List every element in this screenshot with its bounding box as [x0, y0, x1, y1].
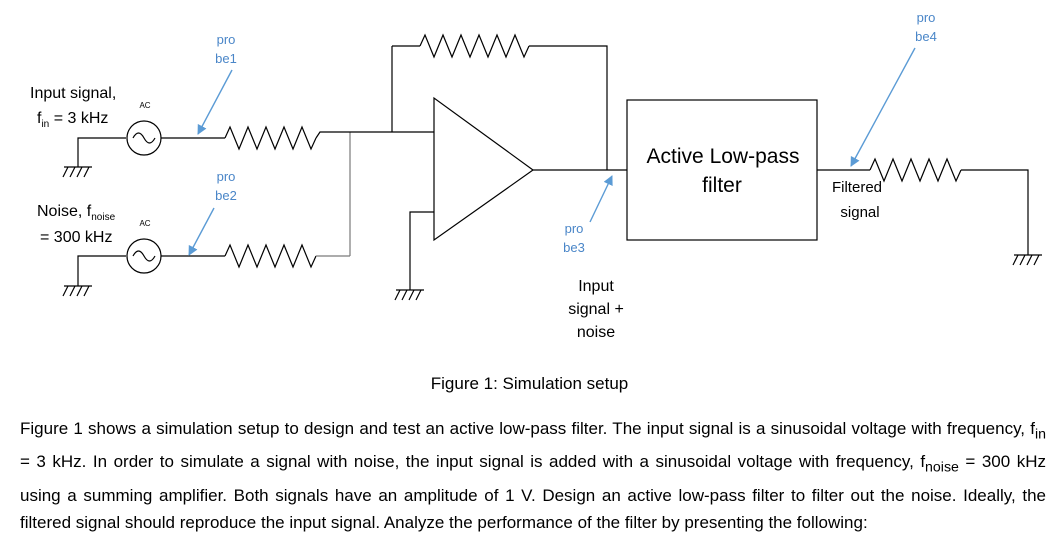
- resistor-1: [224, 125, 317, 151]
- probe-1: pro be1: [197, 32, 237, 135]
- ac-label-2: AC: [139, 219, 150, 228]
- input-signal-label-line1: Input signal,: [30, 85, 116, 102]
- ac-label-1: AC: [139, 101, 150, 110]
- resistor-2: [224, 243, 317, 269]
- svg-text:be4: be4: [915, 29, 937, 44]
- feedback-resistor: [419, 33, 530, 59]
- svg-text:pro: pro: [917, 10, 936, 25]
- opamp-output-label-line2: signal +: [568, 301, 624, 318]
- ground-symbol-4: [1012, 254, 1042, 266]
- svg-text:pro: pro: [217, 169, 236, 184]
- figure-caption: Figure 1: Simulation setup: [430, 374, 629, 393]
- ground-symbol-3: [394, 289, 424, 301]
- opamp-output-label-line1: Input: [578, 278, 614, 295]
- filtered-signal-label-line2: signal: [840, 204, 879, 221]
- probe-4: pro be4: [850, 10, 937, 167]
- ground-symbol-1: [62, 166, 92, 178]
- op-amp: [433, 96, 535, 242]
- filter-box-label-line1: Active Low-pass: [647, 145, 800, 168]
- svg-text:be1: be1: [215, 51, 237, 66]
- noise-label-line1: Noise, fnoise: [37, 203, 116, 223]
- load-resistor: [869, 157, 962, 183]
- active-lowpass-filter-box: [626, 99, 818, 241]
- svg-text:be2: be2: [215, 188, 237, 203]
- ground-symbol-2: [62, 285, 92, 297]
- filter-box-label-line2: filter: [702, 174, 742, 197]
- noise-ac-source: AC: [77, 219, 225, 286]
- svg-text:be3: be3: [563, 240, 585, 255]
- probe-2: pro be2: [188, 169, 237, 256]
- svg-text:pro: pro: [565, 221, 584, 236]
- input-ac-source: AC: [77, 101, 225, 167]
- filtered-signal-label-line1: Filtered: [832, 179, 882, 196]
- probe-3: pro be3: [563, 175, 613, 255]
- input-signal-label-line2: fin = 3 kHz: [37, 110, 108, 130]
- opamp-output-label-line3: noise: [577, 324, 615, 341]
- noise-label-line2: = 300 kHz: [40, 229, 112, 246]
- circuit-diagram: AC Input signal, fin = 3 kHz AC Noise, f…: [30, 10, 1042, 341]
- description-paragraph: Figure 1 shows a simulation setup to des…: [20, 419, 1046, 532]
- svg-text:pro: pro: [217, 32, 236, 47]
